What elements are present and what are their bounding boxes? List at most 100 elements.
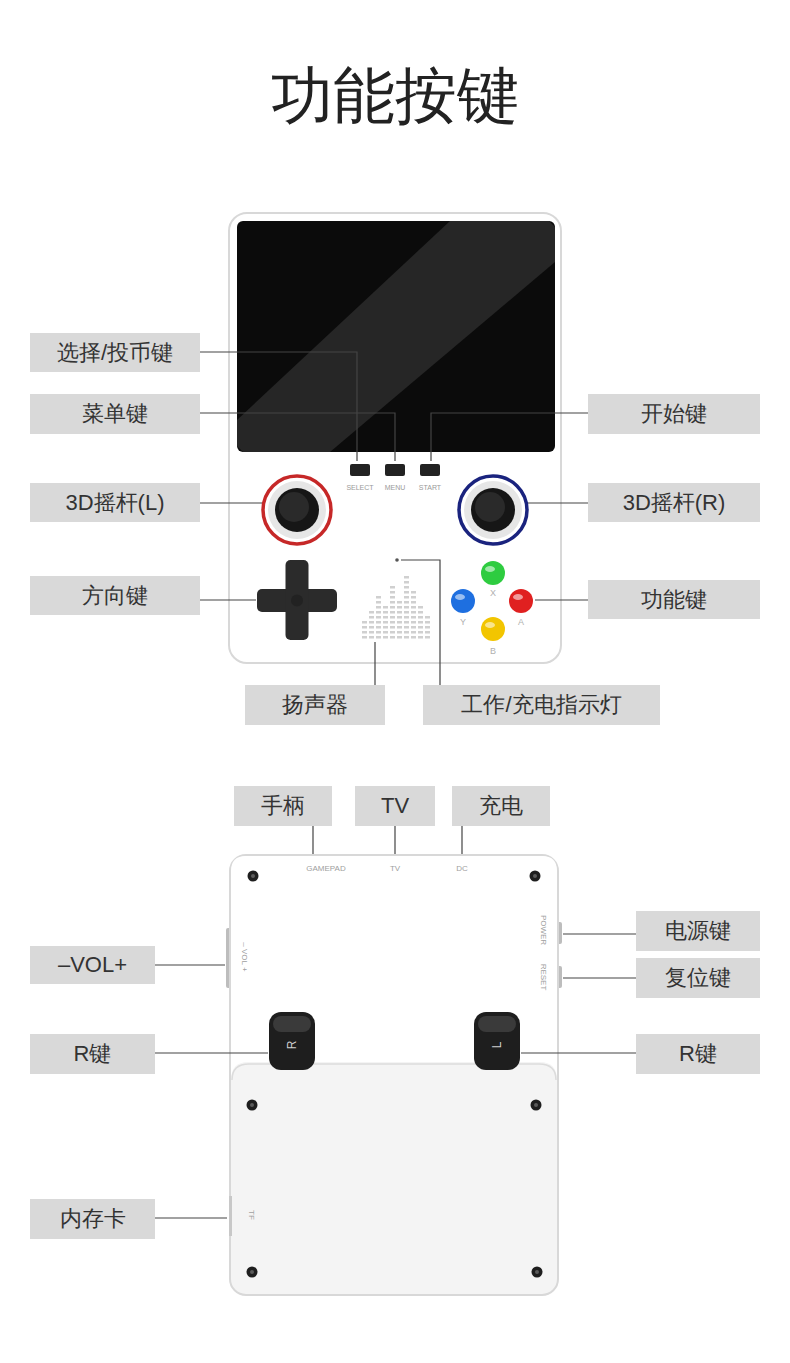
- speaker-grille: [362, 621, 367, 624]
- callout-text: TV: [381, 795, 409, 817]
- stick-base: [268, 481, 326, 539]
- speaker-grille: [418, 636, 423, 639]
- speaker-grille: [376, 596, 381, 599]
- speaker-grille: [404, 616, 409, 619]
- speaker-grille: [362, 636, 367, 639]
- button-highlight: [455, 594, 465, 600]
- shoulder-highlight: [273, 1016, 311, 1032]
- speaker-grille: [376, 626, 381, 629]
- speaker-grille: [390, 621, 395, 624]
- button-highlight: [485, 622, 495, 628]
- callout-box: 内存卡: [30, 1199, 155, 1239]
- leader-line: [431, 413, 588, 461]
- leader-line: [528, 502, 588, 503]
- action-button: [481, 561, 505, 585]
- speaker-grille: [411, 626, 416, 629]
- speaker-grille: [376, 621, 381, 624]
- callout-text: R键: [74, 1043, 112, 1065]
- speaker-grille: [390, 591, 395, 594]
- callout-box: 充电: [452, 786, 550, 826]
- callout-text: 电源键: [665, 920, 731, 942]
- printed-label: TF: [247, 1210, 255, 1220]
- screen-reflection: [237, 221, 555, 452]
- speaker-grille: [404, 611, 409, 614]
- speaker-grille: [411, 631, 416, 634]
- shoulder-button: [474, 1012, 520, 1070]
- screw-head: [251, 874, 255, 878]
- screw-head: [250, 1103, 254, 1107]
- indicator-light: [395, 558, 399, 562]
- speaker-grille: [425, 636, 430, 639]
- speaker-grille: [369, 611, 374, 614]
- speaker-grille: [369, 631, 374, 634]
- speaker-grille: [425, 616, 430, 619]
- leader-line: [200, 352, 357, 461]
- speaker-grille: [397, 621, 402, 624]
- speaker-grille: [425, 621, 430, 624]
- speaker-grille: [411, 621, 416, 624]
- shoulder-highlight: [478, 1016, 516, 1032]
- callout-text: R键: [679, 1043, 717, 1065]
- printed-label: GAMEPAD: [306, 865, 345, 873]
- callout-text: 内存卡: [60, 1208, 126, 1230]
- stick-ring: [263, 476, 331, 544]
- speaker-grille: [390, 626, 395, 629]
- printed-label: DC: [456, 865, 468, 873]
- leader-line: [200, 599, 256, 600]
- screw: [247, 1267, 258, 1278]
- speaker-grille: [397, 601, 402, 604]
- speaker-grille: [397, 606, 402, 609]
- speaker-grille: [369, 636, 374, 639]
- speaker-grille: [418, 616, 423, 619]
- speaker-grille: [411, 601, 416, 604]
- joystick: [471, 488, 515, 532]
- printed-label: B: [490, 647, 496, 656]
- speaker-grille: [383, 631, 388, 634]
- dpad: [286, 560, 309, 640]
- speaker-grille: [383, 616, 388, 619]
- speaker-grille: [362, 626, 367, 629]
- callout-box: 3D摇杆(L): [30, 483, 200, 522]
- callout-text: 扬声器: [282, 694, 348, 716]
- leader-line: [155, 1217, 227, 1218]
- speaker-grille: [390, 636, 395, 639]
- speaker-grille: [383, 621, 388, 624]
- callout-box: 菜单键: [30, 394, 200, 434]
- console-back: [230, 855, 558, 1295]
- joystick: [275, 488, 319, 532]
- speaker-grille: [404, 626, 409, 629]
- small-button: [350, 464, 370, 476]
- screw: [530, 871, 541, 882]
- callout-box: 手柄: [234, 786, 332, 826]
- speaker-grille: [383, 626, 388, 629]
- leader-line: [200, 502, 262, 503]
- speaker-grille: [411, 636, 416, 639]
- printed-label: POWER: [539, 915, 547, 945]
- speaker-grille: [425, 631, 430, 634]
- callout-text: 功能键: [641, 589, 707, 611]
- printed-label: X: [490, 589, 496, 598]
- small-button: [420, 464, 440, 476]
- screw: [531, 1100, 542, 1111]
- speaker-grille: [362, 631, 367, 634]
- callout-text: 复位键: [665, 967, 731, 989]
- leader-line: [312, 826, 313, 854]
- speaker-grille: [425, 626, 430, 629]
- callout-box: R键: [636, 1034, 760, 1074]
- speaker-grille: [411, 591, 416, 594]
- tf-slot: [229, 1196, 232, 1236]
- speaker-grille: [376, 616, 381, 619]
- speaker-grille: [397, 626, 402, 629]
- speaker-grille: [383, 606, 388, 609]
- speaker-grille: [376, 606, 381, 609]
- leader-line: [461, 826, 462, 854]
- printed-label: MENU: [385, 484, 406, 491]
- leader-line: [563, 977, 636, 978]
- speaker-grille: [397, 631, 402, 634]
- speaker-grille: [404, 596, 409, 599]
- leader-line: [563, 933, 636, 934]
- speaker-grille: [418, 626, 423, 629]
- speaker-grille: [404, 636, 409, 639]
- printed-label: R: [286, 1041, 298, 1050]
- callout-box: R键: [30, 1034, 155, 1074]
